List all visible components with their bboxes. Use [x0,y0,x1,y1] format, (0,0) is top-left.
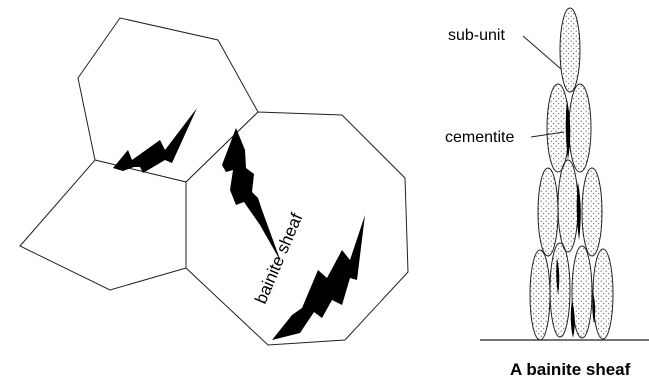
sub-unit-ellipse [581,167,603,257]
austenite-grains [19,17,409,346]
sub-unit-ellipse [559,7,581,93]
sub-unit-ellipse [537,167,559,257]
sub-unit-ellipse [549,242,571,338]
sub-unit-ellipse [571,245,593,339]
cementite-label: cementite [445,129,514,146]
bainite-sheaf-boundary [222,128,281,262]
sub-units [529,7,614,341]
sub-unit-label: sub-unit [448,27,505,44]
sub-unit-ellipse [557,159,579,253]
bainite-sheaf-top-grain [113,108,197,173]
bainite-sheaf-lower [272,215,365,340]
sub-unit-ellipse [568,83,592,173]
grain-left-pentagon [19,159,187,291]
sub-unit-ellipse [546,83,570,173]
caption: A bainite sheaf [510,360,631,379]
cementite-leader [530,131,565,138]
sub-unit-ellipse [529,249,551,341]
cementite-particles [556,100,596,338]
sub-unit-leader [522,35,562,70]
sub-unit-ellipse [592,248,614,340]
